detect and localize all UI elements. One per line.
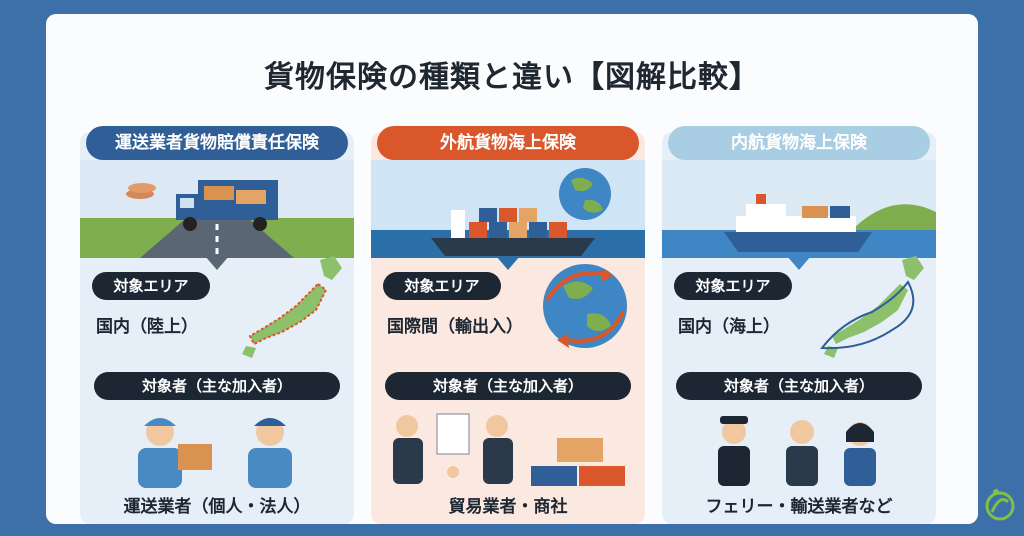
panel-header: 運送業者貨物賠償責任保険: [86, 126, 348, 160]
brand-logo-icon: [985, 489, 1015, 521]
container-ship-illustration: [371, 160, 645, 258]
panel-coastal-cargo: 内航貨物海上保険 対象エリア 国内（海上） 対象者（主な加入者）: [662, 126, 936, 524]
area-label: 対象エリア: [92, 272, 210, 300]
pointer-arrow: [496, 256, 520, 270]
japan-map-sea-icon: [820, 256, 924, 358]
target-label: 対象者（主な加入者）: [676, 372, 922, 400]
target-label: 対象者（主な加入者）: [385, 372, 631, 400]
target-value: 貿易業者・商社: [448, 497, 568, 517]
area-value: 国内（海上）: [678, 317, 780, 337]
target-label: 対象者（主な加入者）: [94, 372, 340, 400]
infographic-card: 貨物保険の種類と違い【図解比較】 運送業者貨物賠償責任保険 対象エリア: [46, 14, 978, 524]
area-value: 国内（陸上）: [96, 317, 198, 337]
panel-ocean-cargo: 外航貨物海上保険 対象エリア 国際間（輸出入）: [371, 126, 645, 524]
target-value: 運送業者（個人・法人）: [123, 497, 311, 517]
area-value: 国際間（輸出入）: [387, 317, 523, 337]
delivery-workers-illustration: [138, 418, 292, 488]
globe-trade-icon: [543, 264, 627, 348]
pointer-arrow: [787, 256, 811, 270]
japan-map-land-icon: [242, 256, 342, 358]
target-value: フェリー・輸送業者など: [705, 497, 893, 517]
panel-header: 外航貨物海上保険: [377, 126, 639, 160]
panel-land-cargo: 運送業者貨物賠償責任保険 対象エリア 国内（陸上）: [80, 126, 354, 524]
page-title: 貨物保険の種類と違い【図解比較】: [264, 60, 760, 95]
area-label: 対象エリア: [383, 272, 501, 300]
truck-scene-illustration: [80, 160, 354, 258]
panel-header: 内航貨物海上保険: [668, 126, 930, 160]
ferry-staff-illustration: [718, 416, 876, 486]
ferry-illustration: [662, 160, 936, 258]
trade-handshake-illustration: [393, 413, 625, 486]
pointer-arrow: [205, 256, 229, 270]
area-label: 対象エリア: [674, 272, 792, 300]
